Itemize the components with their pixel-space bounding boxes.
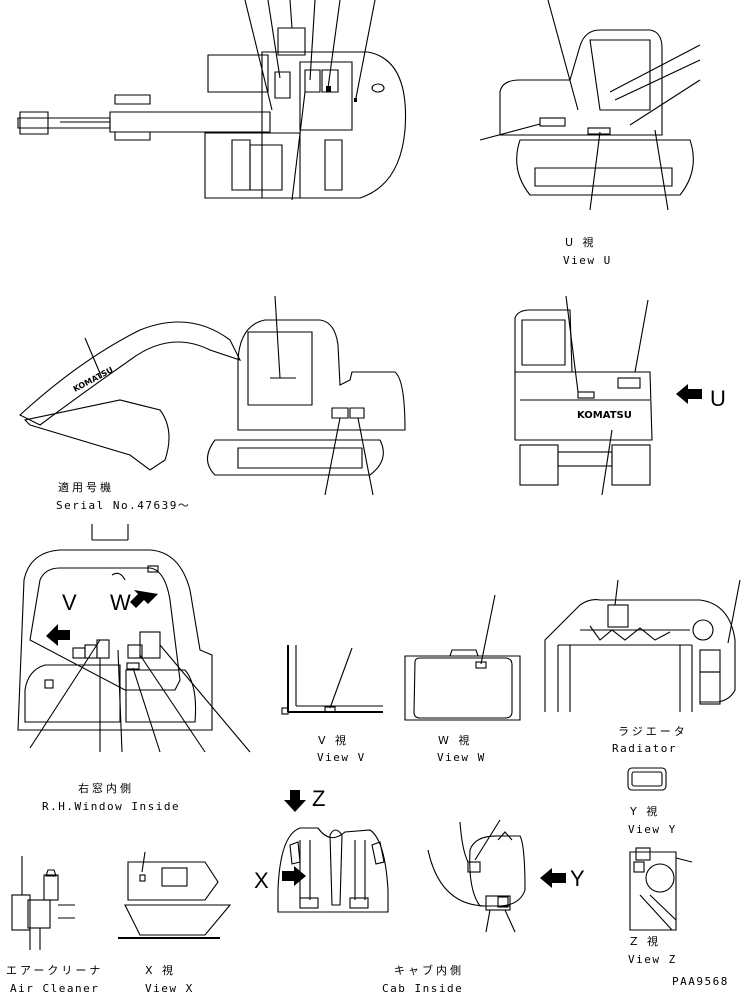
arrow-x-icon — [282, 866, 306, 886]
arrow-y-letter: Y — [570, 866, 585, 891]
air-cleaner-label: Air Cleaner — [10, 982, 99, 993]
view-x-detail — [118, 851, 232, 939]
view-u-label: View U — [563, 254, 612, 267]
view-w-detail — [404, 594, 521, 721]
serial-jp-label: 適用号機 — [58, 480, 114, 494]
view-u-jp-label: U 視 — [565, 235, 597, 249]
view-v-label: View V — [317, 751, 366, 764]
boom-brand-mark: KOMATSU — [72, 365, 115, 394]
view-x-label: View X — [145, 982, 194, 993]
drawing-code: PAA9568 — [672, 975, 729, 988]
arrow-u-icon — [676, 384, 702, 404]
arrow-z-letter: Z — [312, 786, 325, 811]
view-u-side-machine — [479, 0, 701, 211]
view-z-detail — [629, 847, 693, 931]
view-z-jp-label: Z 視 — [630, 934, 661, 948]
radiator-jp-label: ラジエータ — [618, 725, 688, 738]
radiator-label: Radiator — [612, 742, 677, 755]
arrow-y-icon — [540, 868, 566, 888]
arrow-z-icon — [284, 790, 306, 812]
rear-view-machine: KOMATSU — [514, 295, 702, 496]
rh-window-label: R.H.Window Inside — [42, 800, 180, 813]
air-cleaner-jp-label: エアークリーナ — [6, 964, 103, 977]
view-y-label: View Y — [628, 823, 677, 836]
air-cleaner-view — [11, 856, 75, 950]
cab-inside-jp-label: キャブ内側 — [394, 963, 464, 977]
arrow-w-letter: W — [110, 590, 131, 615]
view-w-jp-label: W 視 — [438, 733, 472, 747]
rear-brand-mark: KOMATSU — [577, 410, 632, 421]
view-z-label: View Z — [628, 953, 677, 966]
rh-window-jp-label: 右窓内側 — [78, 781, 134, 795]
serial-label: Serial No.47639～ — [56, 499, 190, 512]
cab-inside-label: Cab Inside — [382, 982, 463, 993]
arrow-x-letter: X — [254, 868, 269, 893]
arrow-v-letter: V — [62, 590, 77, 615]
cab-inside-view — [277, 790, 566, 933]
view-x-jp-label: X 視 — [145, 963, 176, 977]
view-y-jp-label: Y 視 — [629, 804, 660, 818]
side-view-machine: KOMATSU — [19, 295, 406, 496]
arrow-v-icon — [46, 624, 70, 646]
view-v-jp-label: V 視 — [318, 733, 349, 747]
view-y-detail — [627, 767, 667, 791]
arrow-w-icon — [130, 590, 158, 608]
rh-window-view — [17, 524, 251, 753]
view-v-detail — [281, 645, 383, 715]
view-w-label: View W — [437, 751, 486, 764]
radiator-view — [544, 579, 741, 712]
arrow-u-letter: U — [710, 386, 726, 411]
top-view-machine — [17, 0, 407, 201]
